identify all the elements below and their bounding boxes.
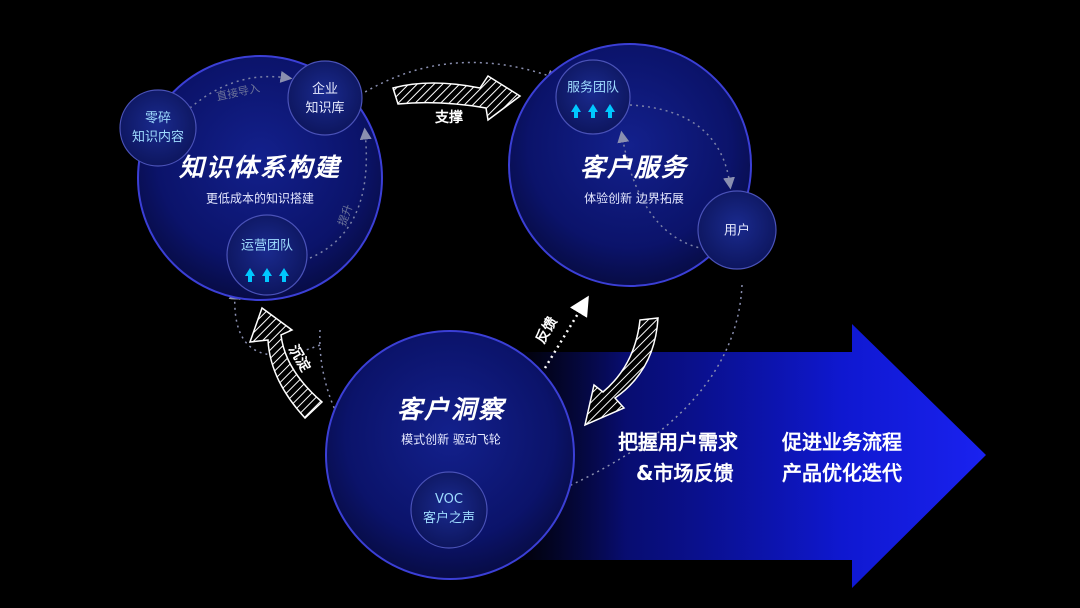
support-arrow-icon [392, 74, 522, 122]
flow-ring-top [359, 61, 560, 96]
side-text-right-line2: 产品优化迭代 [782, 461, 902, 485]
service-subtitle: 体验创新 边界拓展 [584, 191, 684, 206]
node-fragment-line2: 知识内容 [131, 130, 185, 145]
node-voc-label: VOC 客户之声 [423, 490, 475, 528]
sediment-arrow-icon [248, 306, 324, 420]
insight-title: 客户洞察 [396, 395, 506, 424]
edge-user-team [617, 130, 711, 251]
ops-team-up-arrows-icon [245, 268, 289, 282]
node-enterprise-line1: 企业 [311, 82, 339, 97]
node-voc-line1: VOC [435, 492, 463, 507]
support-label: 支撑 [435, 110, 463, 126]
node-voc-line2: 客户之声 [422, 511, 476, 526]
side-text-right: 促进业务流程 产品优化迭代 [782, 427, 902, 489]
big-blue-arrow [505, 324, 986, 588]
node-voc [410, 471, 488, 549]
side-text-left-line1: 把握用户需求 [618, 430, 738, 454]
node-fragment-label: 零碎 知识内容 [132, 109, 184, 147]
node-enterprise-line2: 知识库 [305, 101, 345, 116]
knowledge-title: 知识体系构建 [178, 153, 342, 182]
side-text-right-line1: 促进业务流程 [782, 430, 902, 454]
node-fragment [119, 89, 197, 167]
edge-direct-import [189, 70, 293, 109]
node-fragment-line1: 零碎 [144, 111, 172, 126]
side-text-left-line2: &市场反馈 [636, 461, 734, 485]
knowledge-subtitle: 更低成本的知识搭建 [205, 191, 315, 206]
service-to-insight-arrow-icon [583, 317, 659, 427]
node-service-team-label: 服务团队 [566, 80, 620, 96]
node-user-label: 用户 [723, 223, 751, 239]
edge-improve [309, 127, 372, 259]
node-ops-team-label: 运营团队 [240, 238, 294, 254]
edge-service-user [629, 104, 735, 190]
circle-insight [325, 330, 575, 580]
side-text-left: 把握用户需求 &市场反馈 [618, 427, 738, 489]
service-team-up-arrows-icon [571, 104, 615, 118]
insight-subtitle: 模式创新 驱动飞轮 [401, 432, 501, 447]
node-enterprise [287, 60, 363, 136]
feedback-arrow-icon [543, 295, 589, 369]
node-user [697, 190, 777, 270]
service-title: 客户服务 [579, 153, 689, 182]
node-enterprise-label: 企业 知识库 [305, 80, 344, 118]
